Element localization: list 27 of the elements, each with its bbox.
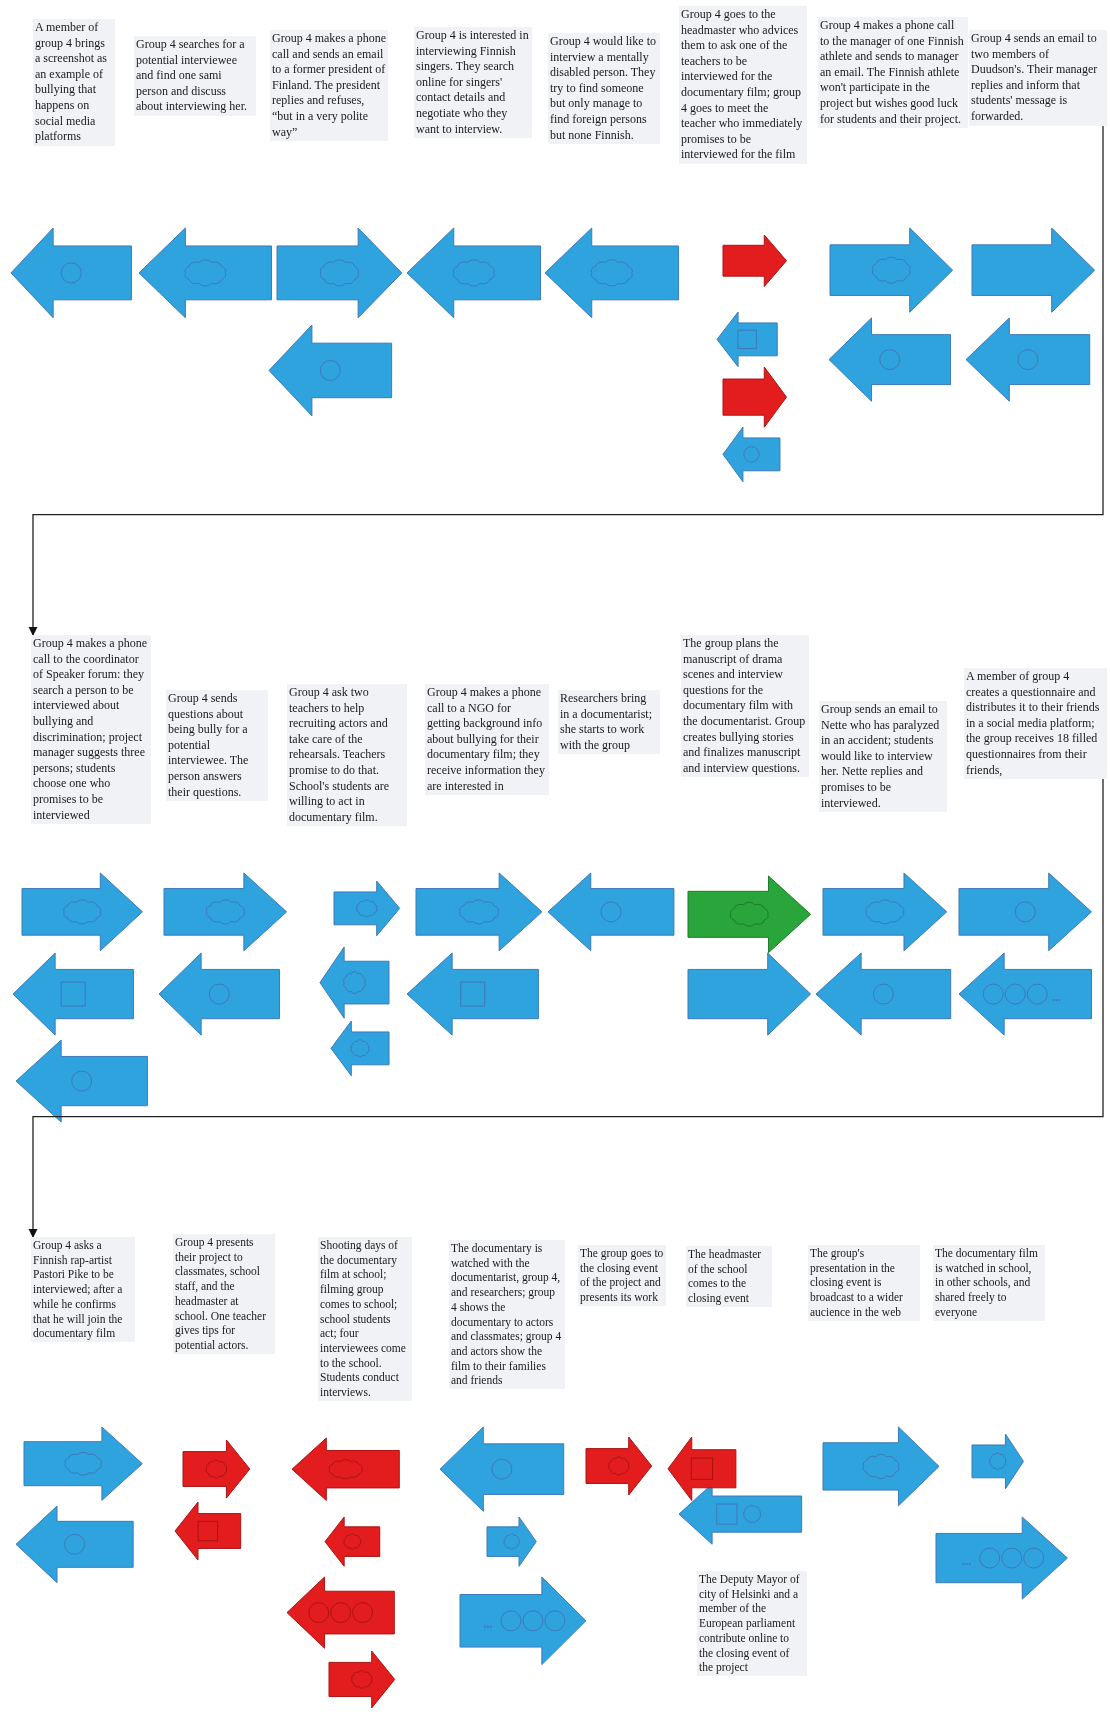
- step-description: Group 4 presents their project to classmates, school staff, and the headmaster at school. One teacher gives tips for potential actors.: [173, 1234, 275, 1354]
- step-description: Group 4 ask two teachers to help recruiting actors and take care of the rehearsals. Teachers promise to do that. School's students are willing to act in documentary film.: [287, 684, 407, 827]
- step-description: Group 4 searches for a potential interviewee and find one sami person and discuss about interviewing her.: [134, 36, 256, 116]
- step-description: A member of group 4 creates a questionnaire and distributes it to their friends in a social media platform; the group receives 18 filled questionnaires from their friends,: [964, 668, 1107, 780]
- step-description: The documentary is watched with the documentarist, group 4, and researchers; group 4 shows the documentary to actors and classmates; group 4 and actors show the film to their families and friends: [449, 1240, 565, 1390]
- step-description: Group 4 goes to the headmaster who advices them to ask one of the teachers to be interviewed for the documentary film; group 4 goes to meet the teacher who immediately promises to be interviewed for the film: [679, 6, 807, 164]
- step-description: Group 4 is interested in interviewing Finnish singers. They search online for singers' contact details and negotiate who they want to interview.: [414, 27, 532, 139]
- connector-arrow: [28, 778, 1104, 1238]
- step-description: The group plans the manuscript of drama scenes and interview questions for the documentary film with the documentarist. Group creates bullying stories and finalizes manuscript and interview questions.: [681, 635, 809, 778]
- step-description: Group 4 makes a phone call and sends an email to a former president of Finland. The president replies and refuses, “but in a very polite way”: [270, 30, 388, 142]
- step-description: Group 4 makes a phone call to the coordinator of Speaker forum: they search a person to be interviewed about bullying and discrimination; project manager suggests three persons; students choose one who promises to be interviewed: [31, 635, 151, 825]
- step-description: Researchers bring in a documentarist; she starts to work with the group: [558, 690, 660, 755]
- step-description: The Deputy Mayor of city of Helsinki and a member of the European parliament contribute online to the closing event of the project: [697, 1571, 807, 1677]
- step-description: Group 4 would like to interview a mentally disabled person. They try to find someone but only manage to find foreign persons but none Finnish.: [548, 33, 660, 145]
- step-description: The group's presentation in the closing event is broadcast to a wider aucience in the web: [808, 1245, 920, 1321]
- step-description: The headmaster of the school comes to the closing event: [686, 1246, 772, 1307]
- step-description: Group 4 asks a Finnish rap-artist Pastori Pike to be interviewed; after a while he confirms that he will join the documentary film: [31, 1237, 135, 1343]
- connector-arrow: [28, 125, 1104, 636]
- step-description: Group 4 sends an email to two members of Duudson's. Their manager replies and inform that students' message is forwarded.: [969, 30, 1107, 126]
- step-description: Shooting days of the documentary film at school; filming group comes to school; school students act; four interviewees come to the school. Students conduct interviews.: [318, 1237, 412, 1401]
- step-description: A member of group 4 brings a screenshot as an example of bullying that happens on social media platforms: [33, 19, 115, 146]
- step-description: Group 4 makes a phone call to the manager of one Finnish athlete and sends to manager an email. The Finnish athlete won't participate in the project but wishes good luck for students and their project.: [818, 17, 968, 129]
- step-description: Group 4 sends questions about being bully for a potential interviewee. The person answers their questions.: [166, 690, 268, 802]
- step-description: The documentary film is watched in school, in other schools, and shared freely to everyone: [933, 1245, 1045, 1321]
- step-description: Group 4 makes a phone call to a NGO for getting background info about bullying for their documentary film; they receive information they are interested in: [425, 684, 549, 796]
- step-description: Group sends an email to Nette who has paralyzed in an accident; students would like to interview her. Nette replies and promises to be interviewed.: [819, 701, 947, 813]
- step-description: The group goes to the closing event of the project and presents its work: [578, 1245, 666, 1306]
